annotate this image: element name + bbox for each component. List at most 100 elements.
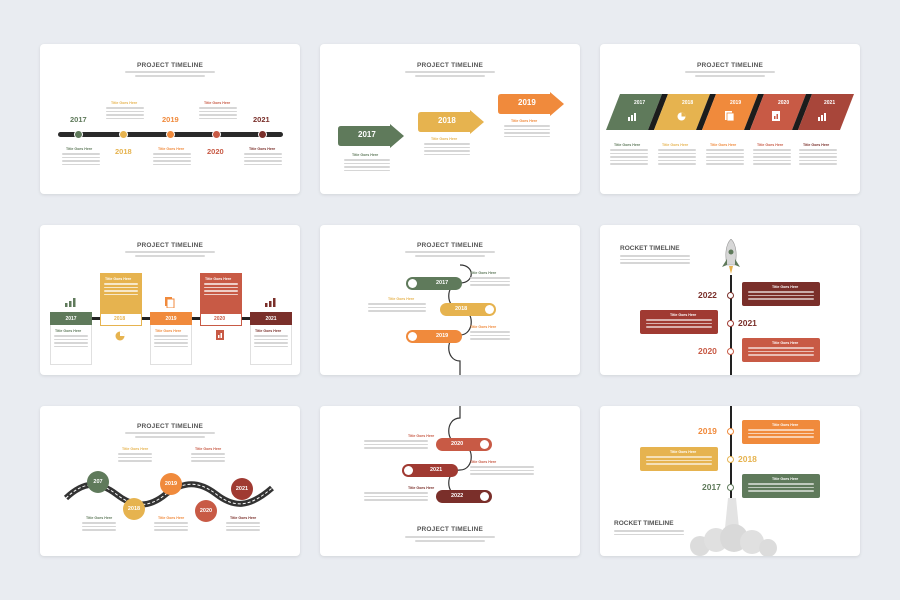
slide-title: PROJECT TIMELINE bbox=[416, 62, 484, 69]
info-card bbox=[50, 325, 92, 365]
item-title: Title Goes Here bbox=[772, 423, 799, 427]
year-label: 2020 bbox=[214, 316, 226, 322]
report-icon bbox=[480, 440, 489, 449]
pie-icon bbox=[408, 279, 417, 288]
year-label: 2021 bbox=[235, 486, 249, 492]
year-circle: 2019 bbox=[160, 473, 182, 495]
slide-7[interactable]: PROJECT TIMELINE 207 2018 2019 2020 2021… bbox=[40, 406, 300, 556]
item-title: Title Goes Here bbox=[408, 486, 435, 490]
item-title: Title Goes Here bbox=[122, 447, 149, 451]
info-card bbox=[640, 310, 718, 334]
item-title: Title Goes Here bbox=[249, 147, 276, 151]
year-pill bbox=[406, 330, 462, 343]
year-label: 2017 bbox=[358, 130, 376, 139]
item-title: Title Goes Here bbox=[86, 516, 113, 520]
item-title: Title Goes Here bbox=[66, 147, 93, 151]
year-label: 2017 bbox=[634, 100, 646, 106]
year-label: 2018 bbox=[455, 306, 468, 312]
year-label: 2018 bbox=[114, 316, 126, 322]
bar-chart-icon bbox=[480, 492, 489, 501]
pie-icon bbox=[115, 331, 125, 341]
chart-icon bbox=[404, 466, 413, 475]
slide-2[interactable]: PROJECT TIMELINE 2017 2018 2019 Title Go… bbox=[320, 44, 580, 194]
slide-9[interactable]: ROCKET TIMELINE Title Goes Here 2019 Tit… bbox=[600, 406, 860, 556]
year-circle: 2018 bbox=[123, 498, 145, 520]
item-title: Title Goes Here bbox=[772, 341, 799, 345]
year-circle: 2020 bbox=[195, 500, 217, 522]
slide-title: PROJECT TIMELINE bbox=[136, 242, 204, 249]
year-label: 2019 bbox=[165, 315, 177, 322]
milestone-dot bbox=[166, 130, 175, 139]
item-title: Title Goes Here bbox=[670, 450, 697, 454]
item-title: Title Goes Here bbox=[105, 277, 132, 281]
slide-title: ROCKET TIMELINE bbox=[620, 245, 680, 252]
rocket-icon bbox=[722, 239, 740, 274]
year-label: 2017 bbox=[65, 315, 77, 322]
year-label: 2021 bbox=[738, 318, 757, 328]
year-tab bbox=[200, 313, 242, 326]
item-title: Title Goes Here bbox=[431, 137, 458, 141]
item-title: Title Goes Here bbox=[803, 143, 830, 147]
report-icon bbox=[216, 330, 224, 340]
slide-title: PROJECT TIMELINE bbox=[136, 62, 204, 69]
info-card bbox=[742, 338, 820, 362]
year-pill bbox=[440, 303, 496, 316]
year-label: 2021 bbox=[253, 115, 270, 124]
item-title: Title Goes Here bbox=[158, 147, 185, 151]
slide-title: PROJECT TIMELINE bbox=[136, 423, 204, 430]
year-pill bbox=[406, 277, 462, 290]
document-icon bbox=[485, 305, 494, 314]
info-card bbox=[742, 282, 820, 306]
year-label: 2019 bbox=[518, 98, 536, 107]
slide-8[interactable]: PROJECT TIMELINE 2020 2021 2022 Title Go… bbox=[320, 406, 580, 556]
item-title: Title Goes Here bbox=[352, 153, 379, 157]
info-card bbox=[100, 273, 142, 313]
item-title: Title Goes Here bbox=[670, 313, 697, 317]
item-title: Title Goes Here bbox=[772, 285, 799, 289]
info-card bbox=[200, 273, 242, 313]
year-tab: 2017 bbox=[50, 312, 92, 325]
year-label: 2018 bbox=[738, 454, 757, 464]
year-pill bbox=[436, 490, 492, 503]
slide-title: ROCKET TIMELINE bbox=[614, 520, 674, 527]
year-tab: 2019 bbox=[150, 312, 192, 325]
milestone-dot bbox=[212, 130, 221, 139]
arrow-shape bbox=[498, 92, 564, 116]
slide-6[interactable]: ROCKET TIMELINE Title Goes Here 2022 Tit… bbox=[600, 225, 860, 375]
s-curve-line bbox=[448, 406, 472, 497]
year-circle: 207 bbox=[87, 471, 109, 493]
year-label: 207 bbox=[93, 479, 103, 485]
arrow-shape bbox=[338, 124, 404, 148]
year-tab bbox=[100, 313, 142, 326]
item-title: Title Goes Here bbox=[55, 329, 82, 333]
document-icon bbox=[165, 297, 175, 308]
item-title: Title Goes Here bbox=[662, 143, 689, 147]
smoke-cloud bbox=[690, 498, 777, 556]
year-label: 2017 bbox=[436, 280, 449, 286]
item-title: Title Goes Here bbox=[204, 101, 231, 105]
item-title: Title Goes Here bbox=[470, 460, 497, 464]
year-label: 2022 bbox=[698, 290, 717, 300]
year-label: 2018 bbox=[127, 506, 141, 512]
year-label: 2020 bbox=[778, 100, 790, 106]
year-label: 2018 bbox=[115, 147, 132, 156]
slide-5[interactable]: PROJECT TIMELINE 2017 2018 2019 Title Go… bbox=[320, 225, 580, 375]
year-label: 2022 bbox=[451, 493, 464, 499]
slide-1[interactable]: PROJECT TIMELINE 2017 2018 2019 2020 202… bbox=[40, 44, 300, 194]
year-label: 2020 bbox=[451, 441, 464, 447]
item-title: Title Goes Here bbox=[408, 434, 435, 438]
year-label: 2020 bbox=[199, 508, 213, 514]
pie-icon bbox=[677, 112, 686, 121]
milestone-dot bbox=[74, 130, 83, 139]
slide-4[interactable]: PROJECT TIMELINE 2017 Title Goes Here Ti… bbox=[40, 225, 300, 375]
year-label: 2018 bbox=[682, 100, 694, 106]
year-label: 2019 bbox=[164, 481, 178, 487]
item-title: Title Goes Here bbox=[772, 477, 799, 481]
slide-3[interactable]: PROJECT TIMELINE 2017 2018 2019 2020 202… bbox=[600, 44, 860, 194]
year-label: 2019 bbox=[162, 115, 179, 124]
item-title: Title Goes Here bbox=[155, 329, 182, 333]
slide-title: PROJECT TIMELINE bbox=[416, 242, 484, 249]
item-title: Title Goes Here bbox=[470, 271, 497, 275]
info-card bbox=[742, 474, 820, 498]
year-pill bbox=[402, 464, 458, 477]
